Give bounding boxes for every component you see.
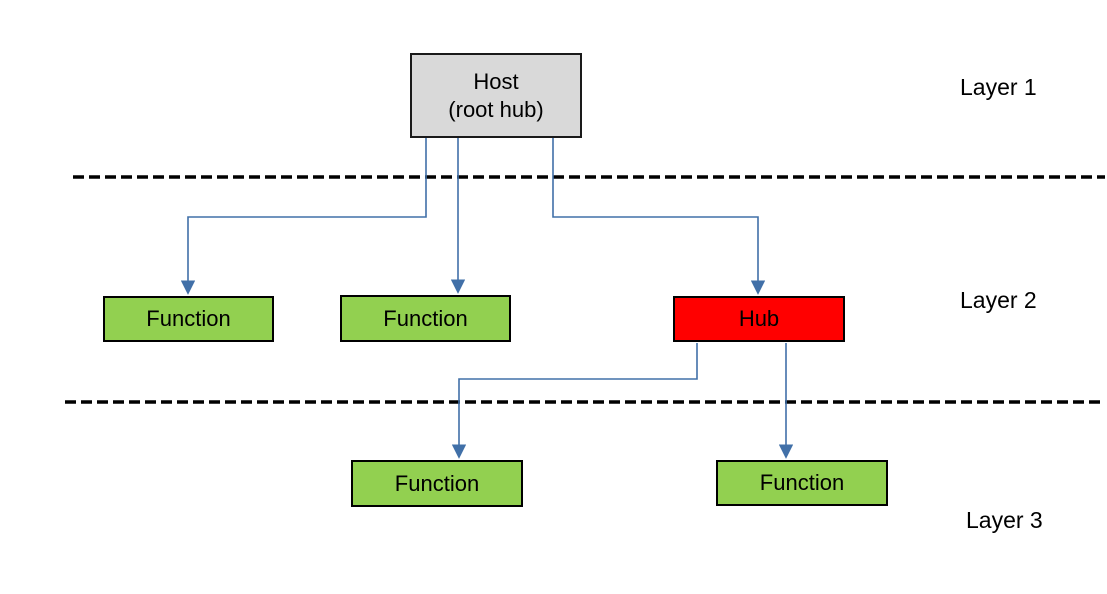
host-label-line2: (root hub) [448, 96, 544, 122]
hub-label: Hub [738, 306, 780, 331]
host-label-line1: Host [473, 68, 519, 94]
layer-1-label: Layer 1 [960, 74, 1037, 100]
node-function-l2-mid: Function [340, 295, 511, 342]
function-label: Function [394, 470, 480, 496]
function-label: Function [759, 470, 845, 495]
function-label: Function [383, 305, 468, 331]
node-hub: Hub [673, 296, 845, 342]
node-host: Host (root hub) [410, 53, 582, 138]
layer-3-label: Layer 3 [966, 507, 1043, 533]
connector-hub-to-function-l3-left [451, 343, 698, 459]
node-function-l2-left: Function [103, 296, 274, 342]
node-function-l3-left: Function [351, 460, 523, 507]
layer-2-label: Layer 2 [960, 287, 1037, 313]
function-label: Function [146, 306, 231, 331]
node-function-l3-right: Function [716, 460, 888, 506]
connector-host-to-function-l2-left [180, 138, 427, 295]
connector-host-to-hub [552, 138, 766, 295]
